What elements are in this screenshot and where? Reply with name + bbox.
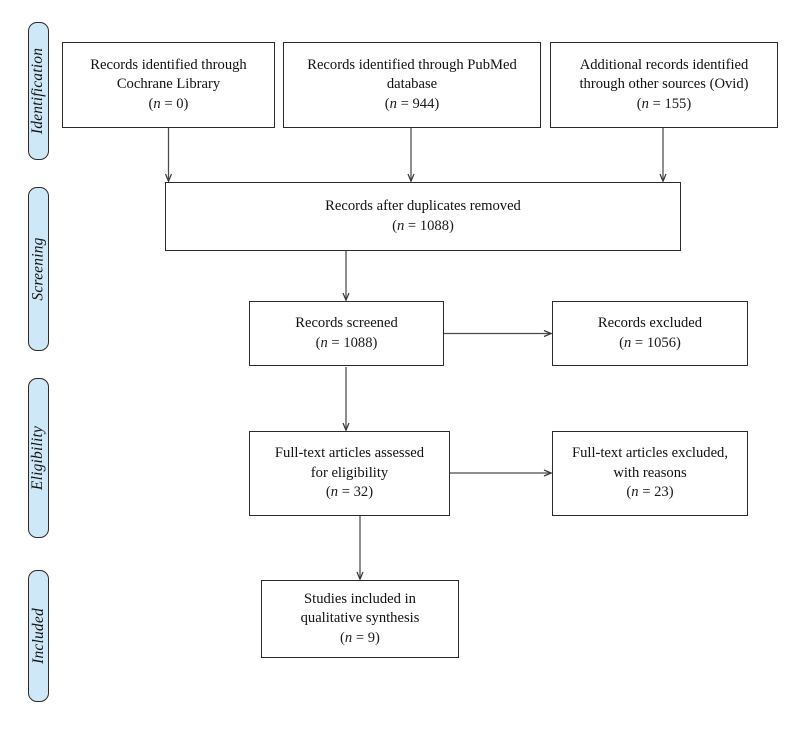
box-text-duplicates-removed: Records after duplicates removed	[325, 198, 521, 215]
paren-open: (	[315, 334, 321, 351]
box-records-screened: Records screened (n = 1088)	[249, 301, 444, 366]
n-symbol: n	[153, 95, 161, 112]
box-records-excluded: Records excluded (n = 1056)	[552, 301, 748, 366]
n-symbol: n	[330, 484, 339, 501]
n-symbol: n	[344, 629, 353, 646]
n-value: 1088	[343, 334, 373, 351]
stage-label-identification: Identification	[29, 47, 47, 135]
paren-close: )	[676, 334, 681, 351]
box-duplicates-removed: Records after duplicates removed (n = 10…	[165, 182, 681, 251]
stage-label-eligibility: Eligibility	[29, 425, 47, 491]
box-records-pubmed: Records identified through PubMed databa…	[283, 42, 541, 128]
paren-close: )	[372, 334, 378, 351]
box-count-fulltext-assessed: (n = 32)	[275, 483, 424, 502]
stage-label-screening: Screening	[29, 237, 47, 301]
paren-open: (	[626, 484, 632, 501]
equals-sign: =	[338, 484, 354, 501]
box-text-records-excluded: Records excluded	[597, 315, 703, 332]
paren-open: (	[340, 629, 345, 646]
n-value: 1088	[419, 217, 449, 234]
box-count-other-sources: (n = 155)	[579, 95, 748, 114]
paren-close: )	[434, 95, 440, 112]
box-count-records-screened: (n = 1088)	[295, 334, 398, 353]
paren-open: (	[392, 217, 397, 234]
box-records-cochrane: Records identified through Cochrane Libr…	[62, 42, 275, 128]
paren-close: )	[368, 484, 374, 501]
box-count-cochrane: (n = 0)	[90, 95, 246, 114]
paren-close: )	[183, 95, 189, 112]
equals-sign: =	[404, 217, 420, 234]
box-records-other-sources: Additional records identified through ot…	[550, 42, 778, 128]
equals-sign: =	[352, 629, 368, 646]
equals-sign: =	[631, 334, 647, 351]
n-value: 155	[664, 95, 687, 112]
stage-pill-included: Included	[28, 570, 49, 702]
box-studies-included: Studies included in qualitative synthesi…	[261, 580, 459, 658]
paren-open: (	[636, 95, 642, 112]
paren-close: )	[449, 217, 454, 234]
paren-open: (	[384, 95, 390, 112]
n-value: 32	[353, 484, 369, 501]
n-value: 9	[367, 629, 376, 646]
equals-sign: =	[396, 95, 413, 112]
box-text-fulltext-assessed: Full-text articles assessed for eligibil…	[274, 445, 425, 481]
n-symbol: n	[389, 95, 397, 112]
stage-pill-eligibility: Eligibility	[28, 378, 49, 538]
equals-sign: =	[160, 95, 177, 112]
box-count-studies-included: (n = 9)	[301, 629, 420, 648]
paren-open: (	[619, 334, 624, 351]
box-count-records-excluded: (n = 1056)	[598, 334, 702, 353]
stage-pill-screening: Screening	[28, 187, 49, 351]
n-symbol: n	[320, 334, 328, 351]
box-text-records-screened: Records screened	[295, 315, 398, 332]
paren-close: )	[375, 629, 380, 646]
n-symbol: n	[623, 334, 632, 351]
n-value: 0	[176, 95, 184, 112]
stage-pill-identification: Identification	[28, 22, 49, 160]
paren-open: (	[148, 95, 154, 112]
equals-sign: =	[327, 334, 344, 351]
box-text-fulltext-excluded: Full-text articles excluded, with reason…	[571, 445, 729, 481]
n-value: 23	[654, 484, 669, 501]
box-text-cochrane: Records identified through Cochrane Libr…	[90, 56, 247, 93]
box-count-pubmed: (n = 944)	[307, 95, 517, 114]
box-text-other-sources: Additional records identified through ot…	[579, 56, 749, 93]
paren-close: )	[686, 95, 692, 112]
box-text-pubmed: Records identified through PubMed databa…	[307, 56, 517, 93]
n-value: 944	[412, 95, 435, 112]
stage-label-included: Included	[29, 608, 47, 664]
box-fulltext-excluded: Full-text articles excluded, with reason…	[552, 431, 748, 516]
n-symbol: n	[631, 484, 639, 501]
equals-sign: =	[648, 95, 665, 112]
paren-open: (	[325, 484, 331, 501]
box-count-fulltext-excluded: (n = 23)	[572, 483, 728, 502]
box-count-duplicates-removed: (n = 1088)	[325, 217, 521, 236]
paren-close: )	[668, 484, 674, 501]
equals-sign: =	[638, 484, 655, 501]
n-value: 1056	[646, 334, 676, 351]
box-text-studies-included: Studies included in qualitative synthesi…	[300, 590, 420, 627]
n-symbol: n	[641, 95, 649, 112]
box-fulltext-assessed: Full-text articles assessed for eligibil…	[249, 431, 450, 516]
n-symbol: n	[396, 217, 405, 234]
